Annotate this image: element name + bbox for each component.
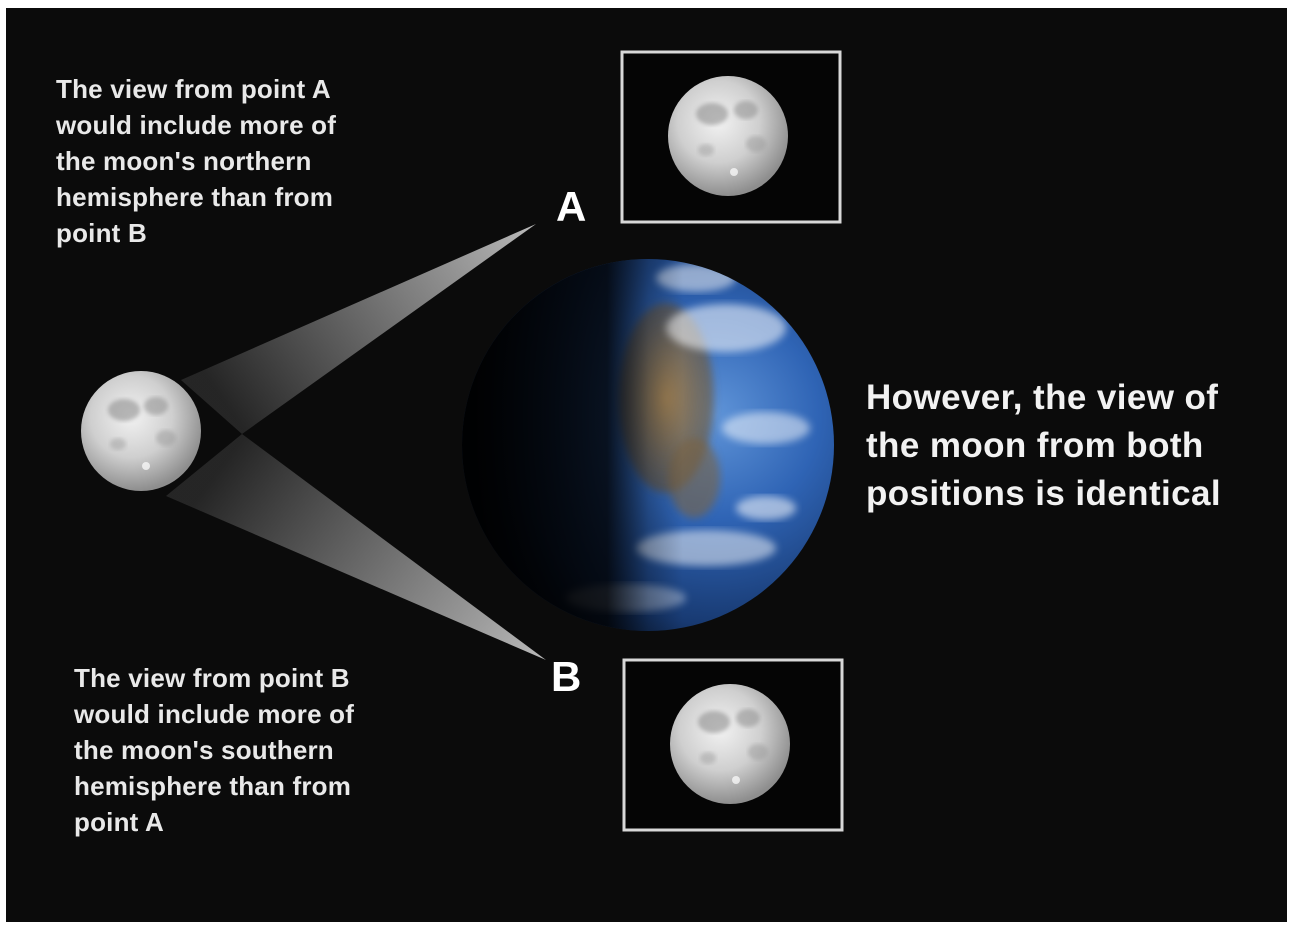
moon bbox=[81, 371, 201, 491]
caption-line: positions is identical bbox=[866, 474, 1221, 513]
caption-line: The view from point B bbox=[74, 663, 350, 693]
diagram-canvas: A B The view from point A would include … bbox=[6, 8, 1287, 922]
point-a-caption: The view from point A would include more… bbox=[56, 71, 336, 251]
caption-line: the moon from both bbox=[866, 426, 1204, 465]
caption-line: hemisphere than from bbox=[74, 771, 352, 801]
sight-cone-a bbox=[181, 224, 536, 434]
point-b-caption: The view from point B would include more… bbox=[74, 660, 354, 840]
earth bbox=[462, 259, 834, 631]
caption-line: point A bbox=[74, 807, 164, 837]
caption-line: would include more of bbox=[74, 699, 355, 729]
caption-line: would include more of bbox=[56, 110, 337, 140]
caption-line: the moon's southern bbox=[74, 735, 334, 765]
conclusion-caption: However, the view of the moon from both … bbox=[866, 374, 1221, 518]
caption-line: point B bbox=[56, 218, 147, 248]
caption-line: hemisphere than from bbox=[56, 182, 334, 212]
point-a-label: A bbox=[556, 183, 587, 230]
sight-cone-b bbox=[166, 434, 546, 660]
diagram-illustration bbox=[81, 50, 844, 832]
point-b-label: B bbox=[551, 653, 582, 700]
caption-line: However, the view of bbox=[866, 378, 1219, 417]
moon-view-a bbox=[620, 50, 842, 224]
moon-view-b bbox=[622, 658, 844, 832]
caption-line: The view from point A bbox=[56, 74, 331, 104]
caption-line: the moon's northern bbox=[56, 146, 312, 176]
